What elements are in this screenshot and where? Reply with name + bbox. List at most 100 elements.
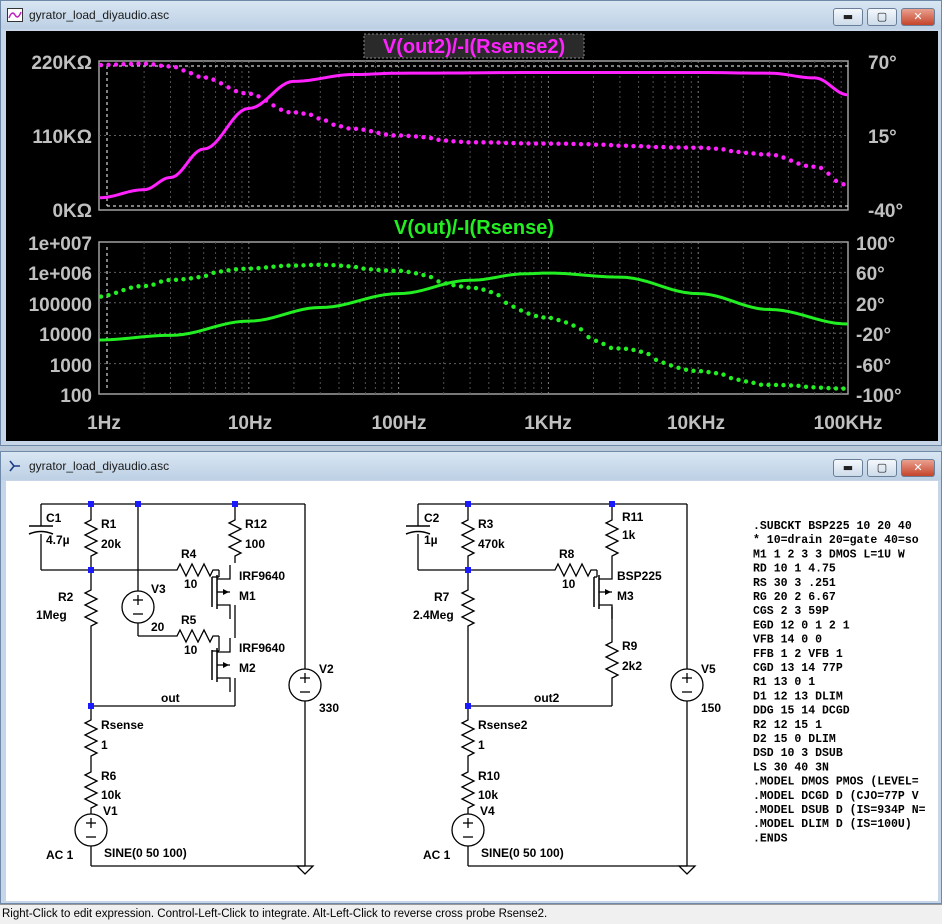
mosfet-m1[interactable]: IRF9640 M1	[211, 564, 285, 620]
series-phase-dots[interactable]	[98, 61, 846, 187]
resistor-r10[interactable]: R10 10k	[461, 762, 500, 815]
netlist-line: FFB 1 2 VFB 1	[753, 648, 843, 661]
phase-point	[668, 145, 674, 150]
pane-2[interactable]: V(out)/-I(Rsense) 1e+007 1e+006 100000 1…	[28, 217, 902, 407]
resistor-r8[interactable]: R8 10	[548, 547, 598, 591]
phase-point	[713, 146, 719, 151]
pane-1-title[interactable]: V(out2)/-I(Rsense2)	[383, 36, 565, 58]
r4-value: 10	[184, 577, 198, 591]
schematic-canvas[interactable]: C1 4.7µ R1 20k R2 1Meg R4 10	[6, 481, 938, 901]
resistor-r11[interactable]: R11 1k	[605, 510, 644, 563]
r12-label: R12	[245, 517, 267, 531]
phase-point	[541, 141, 546, 146]
voltage-source-v1[interactable]: V1 AC 1 SINE(0 50 100)	[46, 804, 187, 862]
close-button[interactable]: ✕	[901, 8, 935, 26]
series-phase-dots[interactable]	[98, 262, 846, 391]
phase-point	[121, 62, 126, 67]
phase-point	[781, 155, 786, 160]
schematic-icon	[9, 460, 20, 472]
phase-point	[833, 386, 839, 391]
phase-point	[113, 290, 119, 295]
resistor-rsense2[interactable]: Rsense2 1	[461, 713, 528, 763]
maximize-button[interactable]: ▢	[867, 459, 897, 477]
phase-point	[466, 140, 471, 145]
mosfet-m2[interactable]: IRF9640 M2	[211, 637, 285, 693]
phase-point	[758, 382, 764, 387]
phase-point	[136, 61, 141, 66]
pane-1[interactable]: V(out2)/-I(Rsense2) 220KΩ 110KΩ 0KΩ 70° …	[31, 33, 903, 222]
phase-point	[653, 357, 659, 362]
capacitor-c1[interactable]: C1 4.7µ	[28, 511, 70, 547]
waveform-plot-area[interactable]: V(out2)/-I(Rsense2) 220KΩ 110KΩ 0KΩ 70° …	[6, 31, 938, 441]
right-circuit[interactable]: C2 1µ R3 470k R7 2.4Meg R8 10	[405, 501, 721, 875]
resistor-r9[interactable]: R9 2k2	[605, 635, 642, 685]
phase-point	[406, 269, 411, 275]
phase-point	[436, 279, 441, 284]
minimize-button[interactable]: ▬	[833, 459, 863, 477]
left-circuit[interactable]: C1 4.7µ R1 20k R2 1Meg R4 10	[28, 501, 339, 875]
plot-window[interactable]: gyrator_load_diyaudio.asc ▬ ▢ ✕ V(out2)/…	[0, 0, 942, 446]
phase-point	[668, 363, 674, 368]
pane-1-title-box[interactable]	[363, 33, 585, 59]
x-tick: 1Hz	[87, 413, 121, 434]
resistor-rsense[interactable]: Rsense 1	[84, 713, 144, 763]
phase-point	[211, 270, 216, 276]
resistor-r4[interactable]: R4 10	[170, 547, 220, 591]
series-magnitude-line[interactable]	[98, 271, 849, 342]
phase-point	[233, 88, 239, 94]
rsense2-value: 1	[478, 738, 485, 752]
y-left-tick: 100	[60, 386, 92, 407]
capacitor-c2[interactable]: C2 1µ	[405, 511, 440, 547]
plot-window-titlebar[interactable]: gyrator_load_diyaudio.asc ▬ ▢ ✕	[1, 1, 941, 29]
resistor-r3[interactable]: R3 470k	[461, 513, 505, 563]
mosfet-m3[interactable]: BSP225 M3	[593, 564, 662, 620]
netlist-line: R2 12 15 1	[753, 719, 822, 732]
voltage-source-v3[interactable]: V3 20	[121, 582, 166, 634]
resistor-r5[interactable]: R5 10	[170, 613, 220, 657]
schematic-window[interactable]: gyrator_load_diyaudio.asc ▬ ▢ ✕	[0, 451, 942, 904]
phase-point	[173, 277, 179, 283]
voltage-source-v2[interactable]: V2 330	[288, 662, 339, 715]
resistor-r7[interactable]: R7 2.4Meg	[413, 583, 475, 633]
maximize-button[interactable]: ▢	[867, 8, 897, 26]
phase-point	[413, 271, 419, 276]
schematic-window-titlebar[interactable]: gyrator_load_diyaudio.asc ▬ ▢ ✕	[1, 452, 941, 480]
resistor-r6[interactable]: R6 10k	[84, 765, 121, 815]
voltage-source-v4[interactable]: V4 AC 1 SINE(0 50 100)	[423, 804, 564, 862]
net-label-out2[interactable]: out2	[534, 691, 560, 705]
rsense-label: Rsense	[101, 718, 144, 732]
resistor-r1[interactable]: R1 20k	[84, 513, 121, 563]
series-magnitude-line[interactable]	[98, 71, 849, 200]
waveform-chart[interactable]: V(out2)/-I(Rsense2) 220KΩ 110KΩ 0KΩ 70° …	[6, 31, 938, 441]
phase-point	[623, 143, 629, 148]
resistor-r2[interactable]: R2 1Meg	[36, 583, 98, 633]
phase-point	[593, 142, 599, 147]
phase-point	[241, 91, 246, 96]
spice-directive[interactable]: .SUBCKT BSP225 10 20 40* 10=drain 20=gat…	[753, 520, 926, 845]
minimize-button[interactable]: ▬	[833, 8, 863, 26]
phase-point	[331, 122, 336, 127]
resistor-r12[interactable]: R12 100	[228, 513, 267, 563]
phase-point	[398, 268, 404, 274]
phase-point	[728, 375, 734, 381]
phase-point	[751, 151, 756, 156]
phase-point	[271, 264, 276, 269]
junction-dot	[465, 567, 471, 573]
phase-point	[166, 64, 171, 69]
schematic-drawing[interactable]: C1 4.7µ R1 20k R2 1Meg R4 10	[6, 481, 938, 901]
voltage-source-v5[interactable]: V5 150	[670, 662, 721, 715]
m1-model: IRF9640	[239, 569, 285, 583]
v5-label: V5	[701, 662, 716, 676]
phase-point	[773, 382, 779, 388]
phase-point	[803, 163, 809, 169]
close-button[interactable]: ✕	[901, 459, 935, 477]
phase-point	[758, 152, 764, 157]
phase-point	[473, 140, 479, 145]
pane-2-title[interactable]: V(out)/-I(Rsense)	[394, 217, 554, 239]
net-label-out[interactable]: out	[161, 691, 180, 705]
phase-point	[488, 289, 494, 295]
phase-point	[173, 64, 179, 70]
phase-point	[323, 262, 329, 268]
phase-point	[541, 315, 546, 320]
phase-point	[593, 338, 599, 343]
